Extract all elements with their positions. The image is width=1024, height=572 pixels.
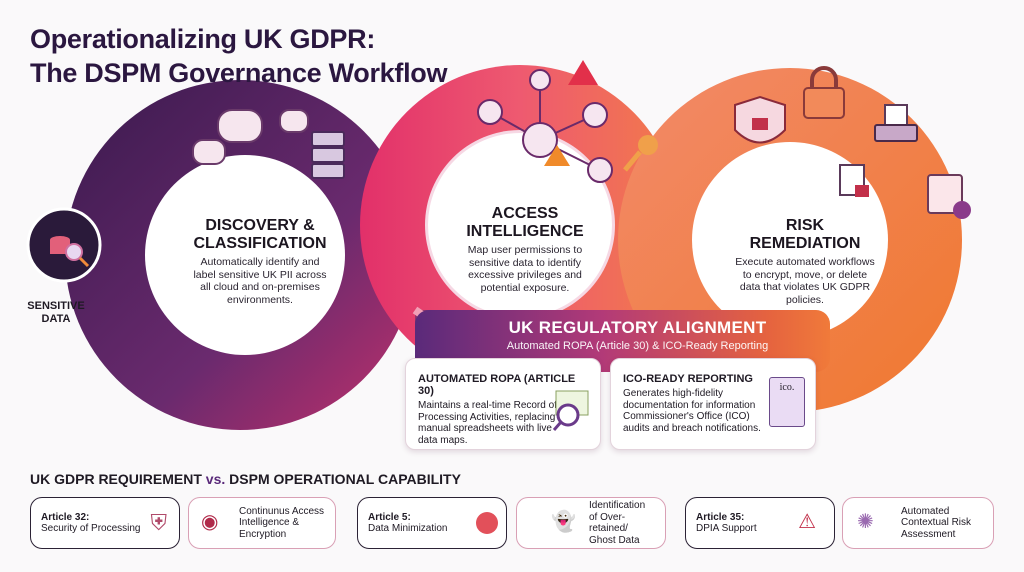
- shield-lock-icon: [734, 95, 786, 144]
- shredder-icon: [874, 104, 918, 142]
- document-lock-icon: [839, 164, 869, 197]
- cloud-icon: [192, 109, 309, 165]
- database-delete-icon: [476, 512, 498, 534]
- key-icon: [623, 135, 658, 172]
- requirement-article-5: Article 5:Data Minimization: [357, 497, 507, 549]
- brain-circuit-icon: ✺: [857, 511, 874, 534]
- stage-description: Automatically identify and label sensiti…: [193, 256, 327, 306]
- spreadsheet-search-icon: [552, 390, 589, 431]
- warning-icon: [568, 60, 598, 85]
- padlock-icon: [803, 66, 845, 119]
- capability-ghost-data: 👻Identification of Over-retained/ Ghost …: [516, 497, 666, 549]
- ico-document-icon: ico.: [769, 377, 805, 427]
- capability-access-encryption: ◉Continunus Access Intelligence & Encryp…: [188, 497, 336, 549]
- comparison-title: UK GDPR REQUIREMENT vs. DSPM OPERATIONAL…: [30, 471, 461, 487]
- stage-title: DISCOVERY &CLASSIFICATION: [193, 217, 327, 252]
- requirement-article-35: Article 35:DPIA Support⚠: [685, 497, 835, 549]
- sensitive-data-label: SENSITIVE DATA: [27, 300, 85, 325]
- eye-lock-icon: ◉: [201, 511, 219, 534]
- capability-risk-assessment: ✺Automated Contextual Risk Assessment: [842, 497, 994, 549]
- stage-description: Execute automated workflows to encrypt, …: [735, 256, 875, 306]
- page-title: Operationalizing UK GDPR: The DSPM Gover…: [30, 24, 448, 88]
- document-warning-icon: ⚠: [798, 511, 816, 534]
- ghost-trash-icon: 👻: [551, 511, 576, 534]
- stage-description: Map user permissions to sensitive data t…: [467, 244, 583, 294]
- user-network-icon: [477, 69, 613, 183]
- card-ico: ICO-READY REPORTING Generates high-fidel…: [610, 358, 816, 450]
- card-ropa: AUTOMATED ROPA (ARTICLE 30) Maintains a …: [405, 358, 601, 450]
- file-move-icon: [927, 174, 971, 219]
- stage-discovery: DISCOVERY &CLASSIFICATION Automatically …: [190, 217, 330, 306]
- requirement-article-32: Article 32:Security of Processing⛨: [30, 497, 180, 549]
- server-icon: [311, 131, 345, 179]
- shield-search-icon: ⛨: [150, 510, 167, 536]
